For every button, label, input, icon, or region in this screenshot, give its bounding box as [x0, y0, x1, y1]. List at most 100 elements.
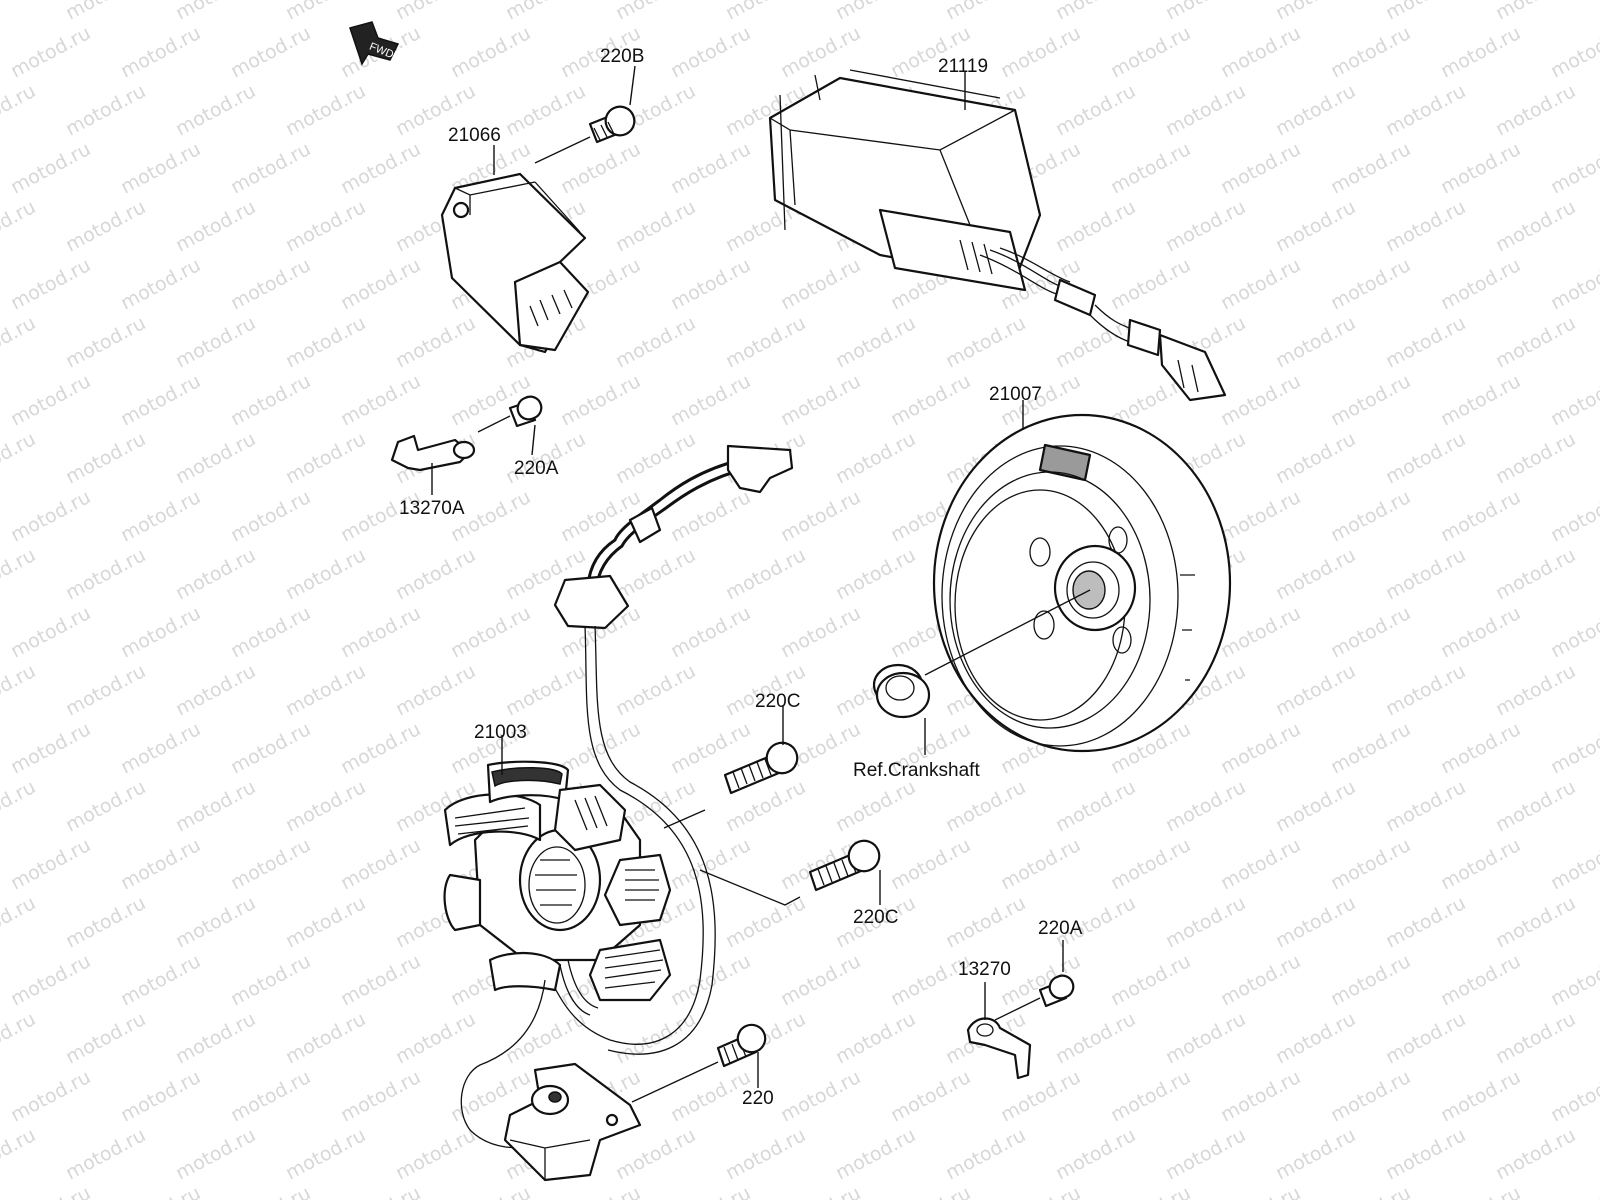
cdi-unit-21119 — [768, 69, 1227, 402]
watermark-text: motod.ru — [62, 80, 149, 140]
watermark-text: motod.ru — [502, 1008, 589, 1068]
watermark-text: motod.ru — [1547, 22, 1600, 82]
watermark-text: motod.ru — [1327, 1066, 1414, 1126]
watermark-text: motod.ru — [0, 1008, 39, 1068]
watermark-text: motod.ru — [942, 0, 1029, 24]
watermark-text: motod.ru — [557, 370, 644, 430]
watermark-text: motod.ru — [1492, 1008, 1579, 1068]
watermark-text: motod.ru — [0, 1124, 39, 1184]
watermark-text: motod.ru — [392, 1008, 479, 1068]
watermark-text: motod.ru — [1327, 834, 1414, 894]
watermark-text: motod.ru — [667, 602, 754, 662]
watermark-text: motod.ru — [117, 950, 204, 1010]
watermark-text: motod.ru — [887, 370, 974, 430]
watermark-text: motod.ru — [887, 834, 974, 894]
watermark-text: motod.ru — [117, 370, 204, 430]
watermark-text: motod.ru — [1217, 1066, 1304, 1126]
watermark-text: motod.ru — [1327, 254, 1414, 314]
watermark-text: motod.ru — [282, 544, 369, 604]
bolt-220c-top — [723, 741, 799, 795]
watermark-text: motod.ru — [337, 1066, 424, 1126]
watermark-text: motod.ru — [1547, 602, 1600, 662]
watermark-text: motod.ru — [1437, 1182, 1524, 1200]
watermark-text: motod.ru — [722, 0, 809, 24]
label-220a-bottom: 220A — [1038, 918, 1083, 939]
watermark-text: motod.ru — [667, 138, 754, 198]
watermark-text: motod.ru — [1437, 254, 1524, 314]
watermark-text: motod.ru — [1107, 1182, 1194, 1200]
watermark-text: motod.ru — [0, 0, 39, 24]
watermark-text: motod.ru — [0, 776, 39, 836]
watermark-text: motod.ru — [722, 1124, 809, 1184]
watermark-text: motod.ru — [62, 1124, 149, 1184]
label-13270: 13270 — [958, 959, 1011, 980]
watermark-text: motod.ru — [392, 312, 479, 372]
watermark-text: motod.ru — [777, 22, 864, 82]
watermark-text: motod.ru — [1382, 544, 1469, 604]
watermark-text: motod.ru — [1107, 950, 1194, 1010]
watermark-text: motod.ru — [942, 312, 1029, 372]
watermark-text: motod.ru — [1107, 22, 1194, 82]
watermark-text: motod.ru — [227, 1066, 314, 1126]
watermark-text: motod.ru — [1382, 80, 1469, 140]
watermark-text: motod.ru — [1382, 0, 1469, 24]
watermark-text: motod.ru — [612, 1124, 699, 1184]
watermark-text: motod.ru — [0, 544, 39, 604]
watermark-text: motod.ru — [1327, 718, 1414, 778]
pickup-coil — [503, 1062, 642, 1182]
watermark-text: motod.ru — [1547, 834, 1600, 894]
watermark-text: motod.ru — [1162, 196, 1249, 256]
watermark-text: motod.ru — [282, 776, 369, 836]
watermark-text: motod.ru — [62, 0, 149, 24]
flange-nut — [872, 663, 931, 719]
watermark-text: motod.ru — [1437, 486, 1524, 546]
watermark-text: motod.ru — [1272, 312, 1359, 372]
watermark-text: motod.ru — [777, 602, 864, 662]
watermark-text: motod.ru — [667, 254, 754, 314]
watermark-text: motod.ru — [942, 776, 1029, 836]
watermark-text: motod.ru — [7, 602, 94, 662]
watermark-text: motod.ru — [1272, 776, 1359, 836]
watermark-text: motod.ru — [227, 834, 314, 894]
stator-wiring — [549, 444, 794, 1055]
watermark-text: motod.ru — [117, 602, 204, 662]
watermark-text: motod.ru — [722, 892, 809, 952]
watermark-text: motod.ru — [282, 312, 369, 372]
watermark-text: motod.ru — [777, 370, 864, 430]
watermark-text: motod.ru — [1492, 428, 1579, 488]
watermark-text: motod.ru — [1382, 1008, 1469, 1068]
watermark-text: motod.ru — [282, 0, 369, 24]
watermark-text: motod.ru — [1052, 196, 1139, 256]
watermark-text: motod.ru — [62, 428, 149, 488]
watermark-text: motod.ru — [1107, 834, 1194, 894]
watermark-text: motod.ru — [1052, 776, 1139, 836]
watermark-text: motod.ru — [832, 0, 919, 24]
flywheel-21007 — [932, 413, 1232, 753]
watermark-text: motod.ru — [172, 660, 259, 720]
watermark-text: motod.ru — [667, 22, 754, 82]
watermark-text: motod.ru — [7, 1182, 94, 1200]
watermark-text: motod.ru — [1162, 892, 1249, 952]
watermark-text: motod.ru — [172, 196, 259, 256]
watermark-text: motod.ru — [1382, 196, 1469, 256]
watermark-text: motod.ru — [1052, 1124, 1139, 1184]
watermark-text: motod.ru — [0, 428, 39, 488]
watermark-text: motod.ru — [1382, 1124, 1469, 1184]
watermark-text: motod.ru — [282, 1124, 369, 1184]
label-ref-crankshaft: Ref.Crankshaft — [853, 760, 980, 781]
watermark-text: motod.ru — [7, 718, 94, 778]
watermark-text: motod.ru — [777, 950, 864, 1010]
watermark-text: motod.ru — [1492, 0, 1579, 24]
watermark-text: motod.ru — [832, 428, 919, 488]
watermark-text: motod.ru — [1382, 660, 1469, 720]
watermark-text: motod.ru — [337, 950, 424, 1010]
watermark-text: motod.ru — [1492, 196, 1579, 256]
watermark-text: motod.ru — [777, 254, 864, 314]
watermark-text: motod.ru — [447, 22, 534, 82]
watermark-text: motod.ru — [1272, 0, 1359, 24]
watermark-text: motod.ru — [1492, 544, 1579, 604]
watermark-text: motod.ru — [0, 660, 39, 720]
watermark-text: motod.ru — [7, 254, 94, 314]
watermark-text: motod.ru — [1547, 1066, 1600, 1126]
